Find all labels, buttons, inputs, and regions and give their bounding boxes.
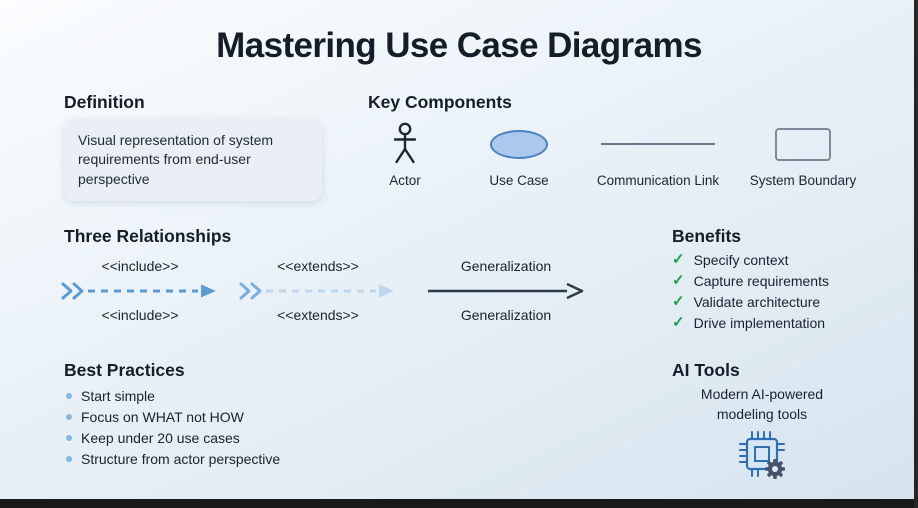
key-components-heading: Key Components — [368, 92, 512, 112]
generalization-bottom-label: Generalization — [460, 307, 552, 323]
ai-chip-gear-icon — [735, 427, 789, 486]
relationship-include: <<include>> <<include>> — [58, 256, 222, 325]
include-arrow-icon — [61, 282, 216, 300]
practice-text: Keep under 20 use cases — [81, 429, 240, 446]
list-item: Keep under 20 use cases — [66, 427, 280, 448]
use-case-label: Use Case — [489, 173, 549, 188]
definition-box: Visual representation of system requirem… — [64, 119, 322, 201]
list-item: ✓ Drive implementation — [672, 312, 829, 333]
bullet-dot-icon — [66, 413, 72, 420]
relationships-heading: Three Relationships — [64, 226, 232, 246]
relationship-extends: <<extends>> <<extends>> — [234, 256, 402, 325]
actor-icon — [392, 118, 418, 170]
check-icon: ✓ — [672, 272, 685, 289]
communication-link-label: Communication Link — [596, 173, 720, 188]
ai-tools-text: Modern AI-powered modeling tools — [700, 386, 824, 423]
list-item: Start simple — [66, 385, 280, 406]
use-case-ellipse-icon — [490, 118, 548, 170]
list-item: ✓ Validate architecture — [672, 291, 829, 312]
page-title: Mastering Use Case Diagrams — [216, 26, 702, 65]
right-screen-edge — [914, 0, 918, 508]
benefits-heading: Benefits — [672, 226, 742, 246]
bullet-dot-icon — [66, 455, 72, 462]
bullet-dot-icon — [66, 392, 72, 399]
ai-tools-heading: AI Tools — [672, 360, 740, 380]
generalization-arrow-icon — [428, 282, 584, 300]
list-item: ✓ Specify context — [672, 249, 829, 270]
bottom-screen-edge — [0, 499, 918, 508]
best-practices-heading: Best Practices — [64, 360, 185, 380]
extends-top-label: <<extends>> — [277, 258, 359, 274]
benefit-text: Validate architecture — [693, 293, 821, 310]
best-practices-list: Start simple Focus on WHAT not HOW Keep … — [66, 385, 280, 469]
system-boundary-icon — [775, 118, 831, 170]
extends-arrow-icon — [239, 282, 394, 300]
list-item: Focus on WHAT not HOW — [66, 406, 280, 427]
bullet-dot-icon — [66, 434, 72, 441]
practice-text: Structure from actor perspective — [81, 450, 281, 467]
actor-label: Actor — [389, 173, 421, 188]
include-top-label: <<include>> — [101, 258, 179, 274]
benefit-text: Specify context — [693, 251, 789, 268]
check-icon: ✓ — [672, 251, 685, 268]
practice-text: Start simple — [81, 387, 155, 404]
component-system-boundary: System Boundary — [740, 116, 866, 188]
check-icon: ✓ — [672, 293, 685, 310]
check-icon: ✓ — [672, 314, 685, 331]
system-boundary-label: System Boundary — [749, 173, 857, 188]
extends-bottom-label: <<extends>> — [277, 307, 359, 323]
practice-text: Focus on WHAT not HOW — [81, 408, 244, 425]
component-actor: Actor — [368, 116, 442, 188]
definition-heading: Definition — [64, 92, 145, 112]
component-use-case: Use Case — [478, 116, 560, 188]
generalization-top-label: Generalization — [460, 258, 552, 274]
list-item: ✓ Capture requirements — [672, 270, 829, 291]
include-bottom-label: <<include>> — [101, 307, 179, 323]
communication-link-icon — [601, 118, 715, 170]
list-item: Structure from actor perspective — [66, 448, 280, 469]
benefit-text: Capture requirements — [693, 272, 829, 289]
definition-text: Visual representation of system requirem… — [78, 132, 274, 187]
component-communication-link: Communication Link — [588, 116, 728, 188]
benefits-list: ✓ Specify context ✓ Capture requirements… — [672, 249, 829, 333]
relationship-generalization: Generalization Generalization — [422, 256, 590, 325]
benefit-text: Drive implementation — [693, 314, 826, 331]
